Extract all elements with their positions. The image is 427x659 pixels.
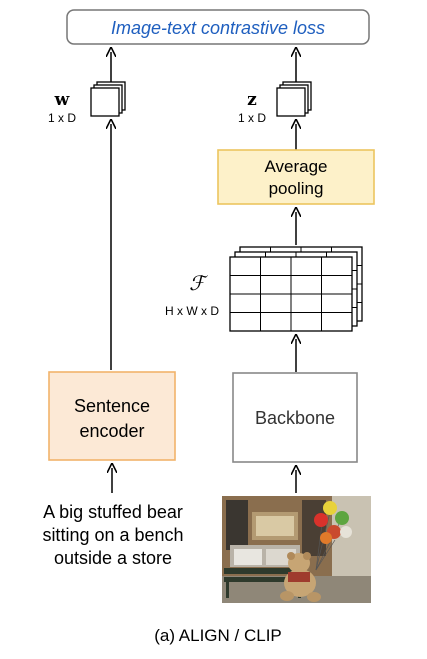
sentence-encoder-box: Sentence encoder [48, 371, 176, 461]
figure-caption: (a) ALIGN / CLIP [154, 626, 282, 645]
input-caption: A big stuffed bear sitting on a bench ou… [42, 502, 183, 568]
text-embedding-stack [90, 81, 126, 117]
input-photo [222, 496, 371, 603]
text-embedding-symbol: w [54, 90, 70, 110]
feature-map-dim: H x W x D [165, 304, 219, 318]
average-pooling-box: Average pooling [217, 149, 375, 205]
image-embedding-symbol: z [247, 90, 257, 110]
text-embedding-dim: 1 x D [48, 111, 76, 125]
pooling-label-line1: Average [264, 157, 327, 176]
backbone-box: Backbone [232, 372, 358, 463]
pooling-label-line2: pooling [269, 179, 324, 198]
encoder-label-line1: Sentence [74, 396, 150, 416]
image-embedding-dim: 1 x D [238, 111, 266, 125]
caption-line-2: sitting on a bench [42, 525, 183, 545]
contrastive-loss-box: Image-text contrastive loss [66, 9, 370, 45]
loss-label: Image-text contrastive loss [111, 18, 325, 38]
caption-line-1: A big stuffed bear [43, 502, 183, 522]
backbone-label: Backbone [255, 408, 335, 428]
feature-map-stack [229, 246, 363, 332]
image-embedding-stack [276, 81, 312, 117]
caption-line-3: outside a store [54, 548, 172, 568]
feature-map-symbol: ℱ [189, 271, 208, 295]
encoder-label-line2: encoder [79, 421, 144, 441]
